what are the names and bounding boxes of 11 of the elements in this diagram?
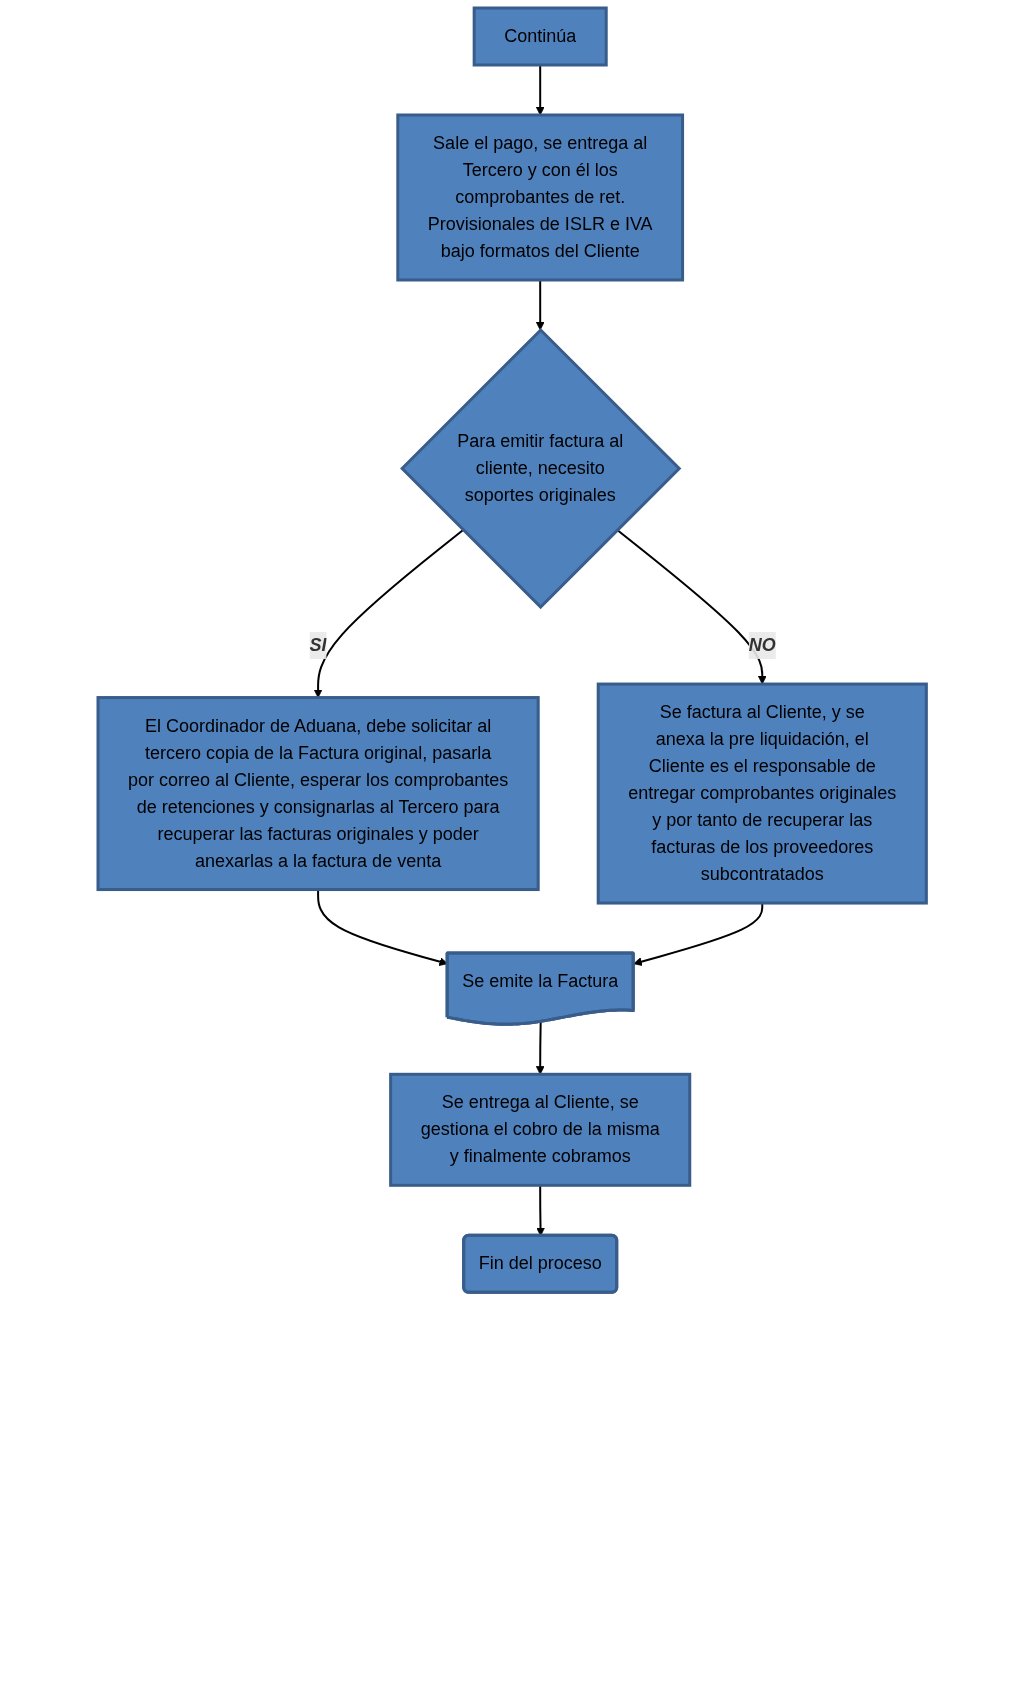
node-box: Se factura al Cliente, y se anexa la pre liquidación, el Cliente es el responsable de entregar comprobantes originales y por tanto de recuperar las facturas de los proveedores subcontratados [597, 682, 929, 905]
arrow [536, 1020, 545, 1075]
arrow [314, 528, 465, 698]
node-diamond: Para emitir factura al cliente, necesito soportes originales [400, 327, 682, 610]
edge-label: SI [309, 635, 327, 656]
arrow [616, 528, 767, 685]
node-box: Sale el pago, se entrega al Tercero y con él los comprobantes de ret. Provisionales de ISLR e IVA bajo formatos del Cliente [396, 113, 685, 282]
node-box: Continúa [472, 6, 609, 67]
edge-label: NO [749, 635, 777, 656]
node-box: Se entrega al Cliente, se gestiona el cobro de la misma y finalmente cobramos [389, 1072, 692, 1187]
node-box: El Coordinador de Aduana, debe solicitar al tercero copia de la Factura original, pasarla por correo al Cliente, esperar los comprobantes de retenciones y consignarlas al Tercero para recuperar las facturas originales y poder anexarlas a la factura de venta [96, 696, 540, 892]
